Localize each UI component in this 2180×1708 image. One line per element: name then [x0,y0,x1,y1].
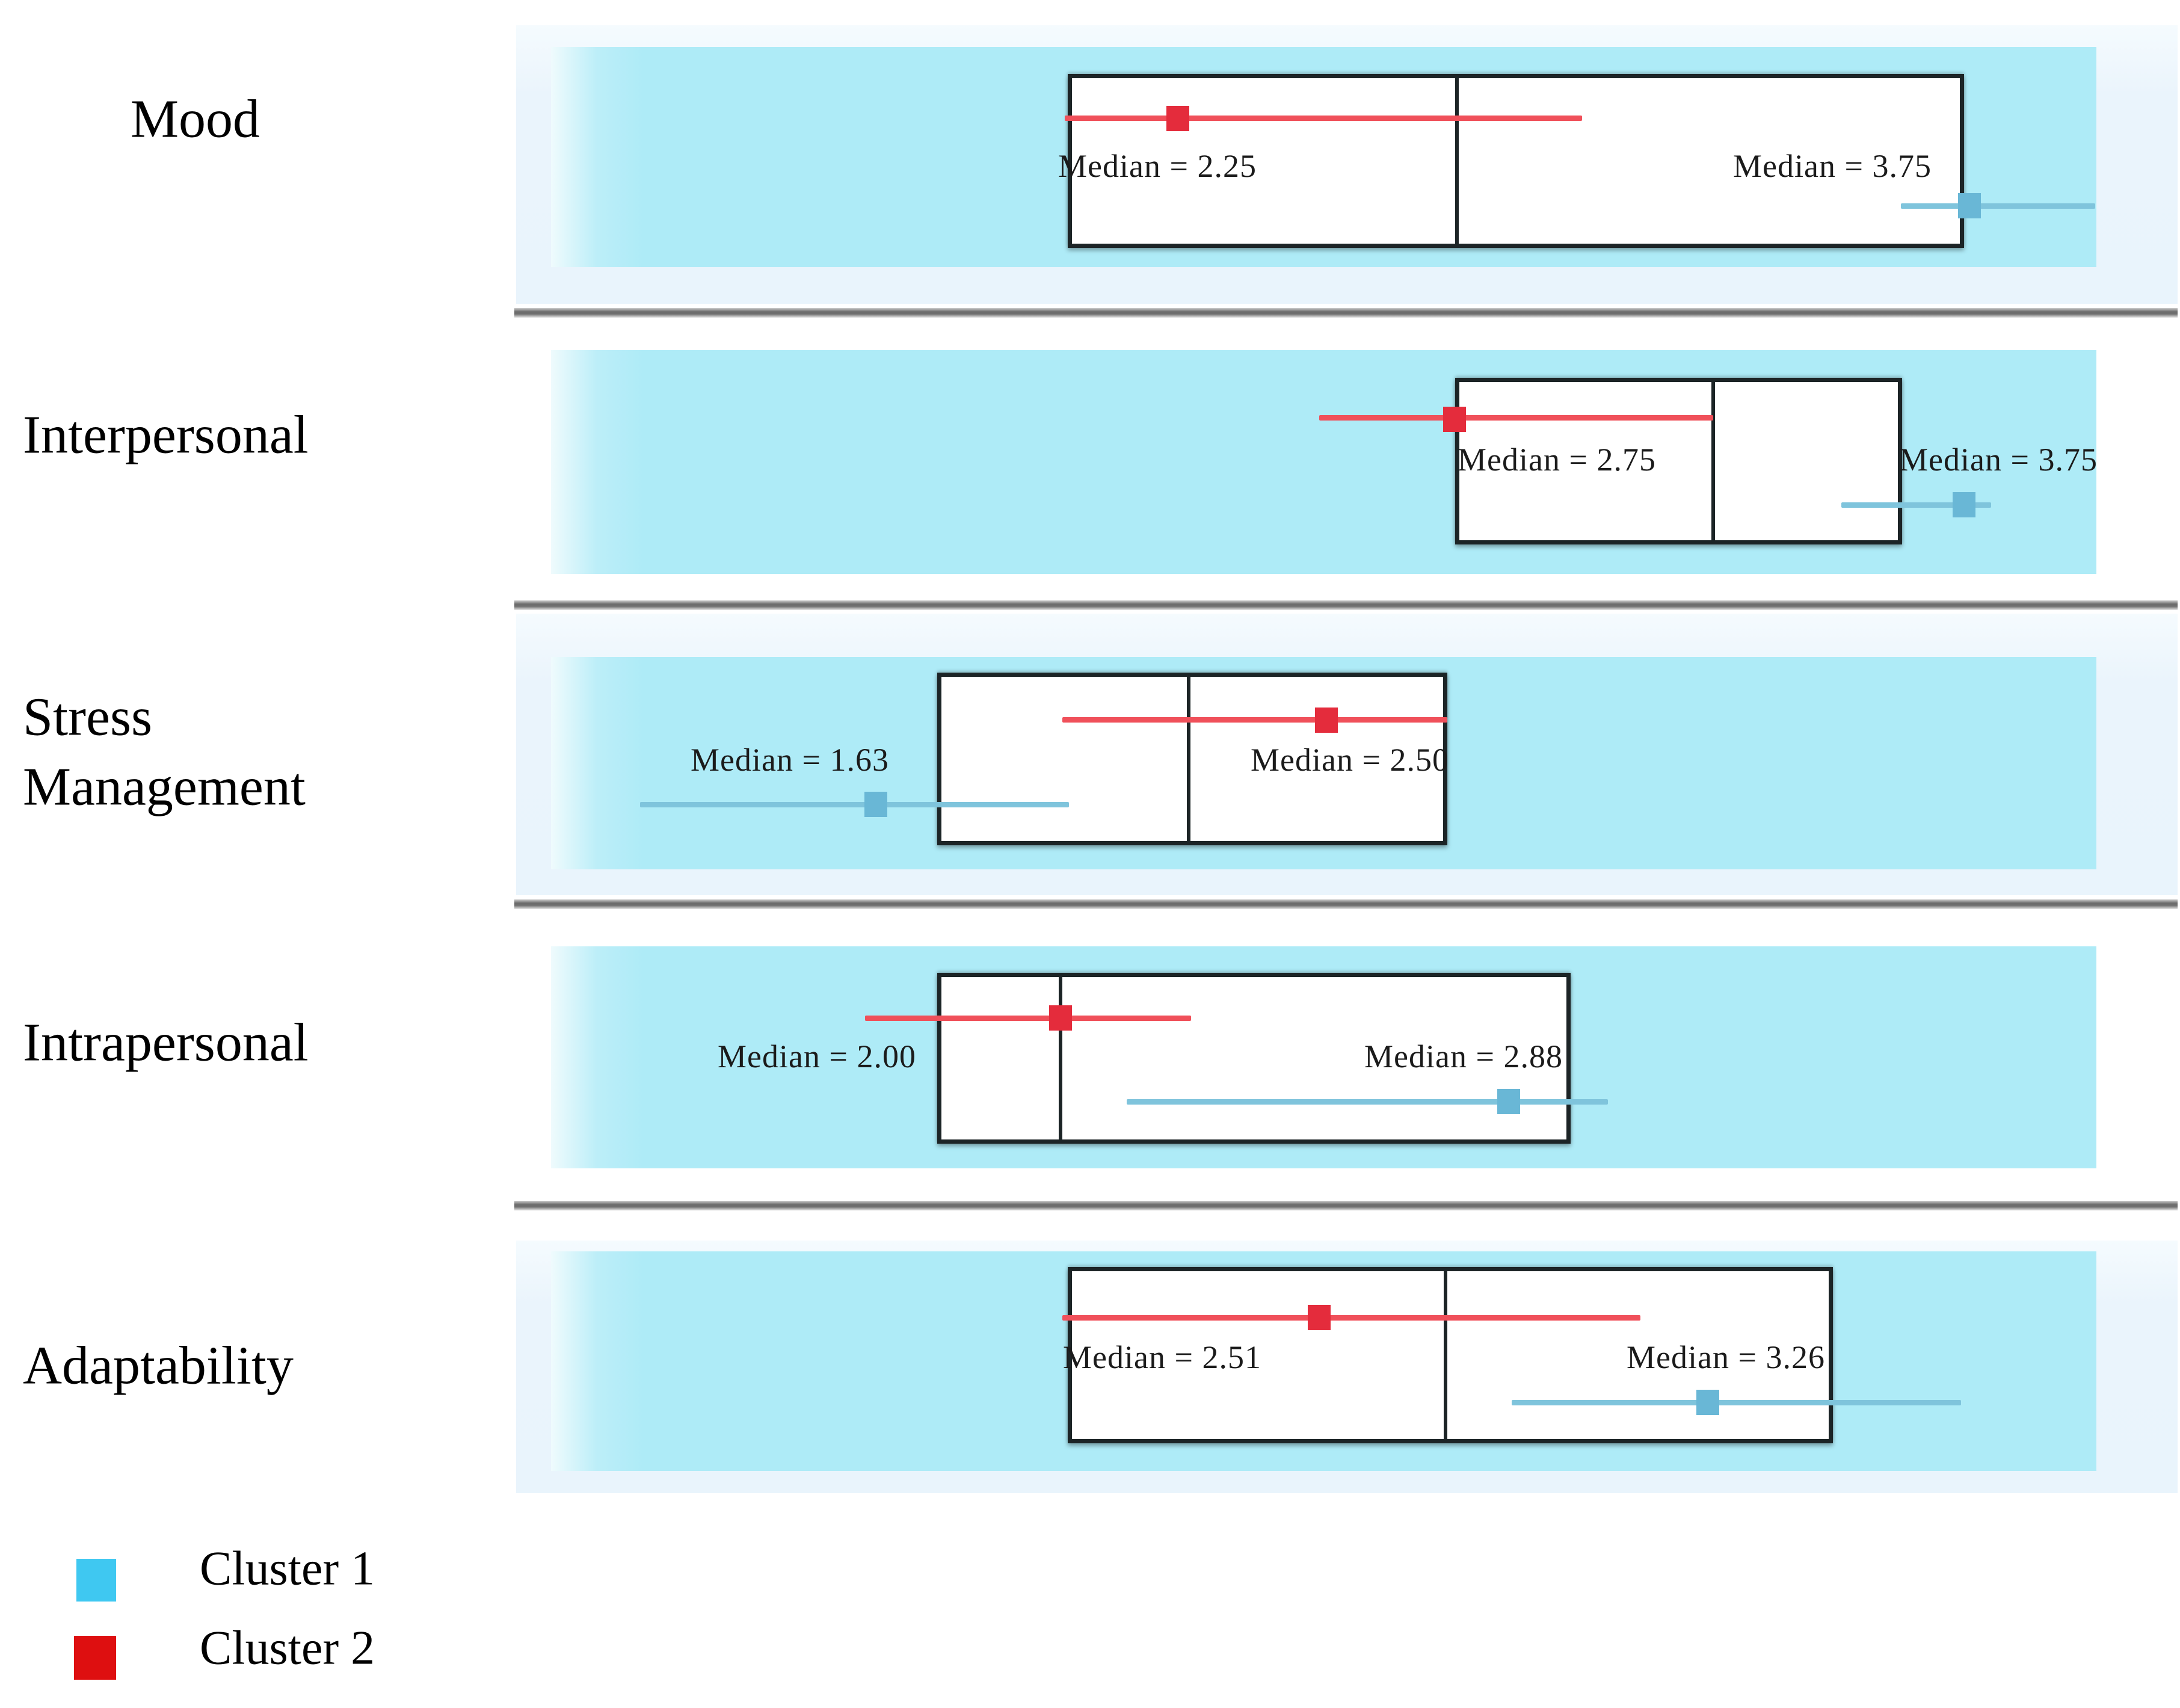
cluster2-median-label: Median = 2.50 [1251,742,1449,778]
box [937,673,1447,845]
cluster1-whisker [1512,1400,1961,1405]
box-median-line [1444,1271,1447,1439]
cluster1-median-marker [1953,492,1975,517]
cluster2-legend-label: Cluster 2 [200,1621,375,1675]
box-median-line [1711,382,1715,540]
cluster1-median-label: Median = 1.63 [691,742,889,778]
cluster1-legend-swatch [76,1559,116,1602]
cluster1-whisker [640,802,1069,807]
cluster1-median-marker [1696,1390,1719,1415]
cluster2-median-label: Median = 2.25 [1058,148,1257,184]
cluster2-median-label: Median = 2.75 [1458,442,1656,478]
cluster1-median-label: Median = 3.26 [1627,1339,1825,1375]
category-label: Interpersonal [23,405,309,465]
box [937,973,1571,1144]
category-label-line2: Management [23,757,306,817]
cluster1-whisker [1127,1099,1608,1105]
cluster1-median-label: Median = 2.88 [1364,1038,1563,1074]
cluster2-whisker [1062,1315,1640,1321]
box-median-line [1059,977,1062,1139]
cluster1-median-label: Median = 3.75 [1733,148,1932,184]
cluster2-median-marker [1049,1005,1072,1031]
box [1068,74,1964,248]
box-median-line [1455,78,1459,244]
cluster2-median-marker [1315,708,1338,733]
cluster2-whisker [865,1016,1191,1021]
cluster2-whisker [1319,415,1713,421]
cluster1-median-label: Median = 3.75 [1899,442,2098,478]
cluster2-median-label: Median = 2.00 [718,1038,916,1074]
row-divider [514,600,2178,610]
cluster1-whisker [1841,502,1991,508]
category-label: Intrapersonal [23,1013,309,1073]
row-divider [514,308,2178,318]
cluster2-median-label: Median = 2.51 [1063,1339,1261,1375]
cluster2-whisker [1062,717,1447,723]
category-label: Adaptability [23,1336,294,1396]
box-median-line [1187,677,1190,841]
category-label: Mood [131,89,260,149]
row-divider [514,899,2178,909]
row-divider [514,1201,2178,1210]
cluster2-median-marker [1443,407,1466,432]
box [1068,1267,1833,1443]
cluster1-median-marker [864,792,887,817]
box [1455,378,1902,544]
cluster1-median-marker [1497,1089,1520,1114]
cluster2-legend-swatch [74,1636,116,1680]
cluster1-whisker [1901,203,2095,209]
cluster1-median-marker [1958,193,1981,218]
cluster2-median-marker [1166,106,1189,131]
cluster2-median-marker [1308,1305,1331,1330]
category-label: Stress [23,687,153,747]
cluster2-whisker [1065,116,1582,121]
cluster1-legend-label: Cluster 1 [200,1542,375,1595]
